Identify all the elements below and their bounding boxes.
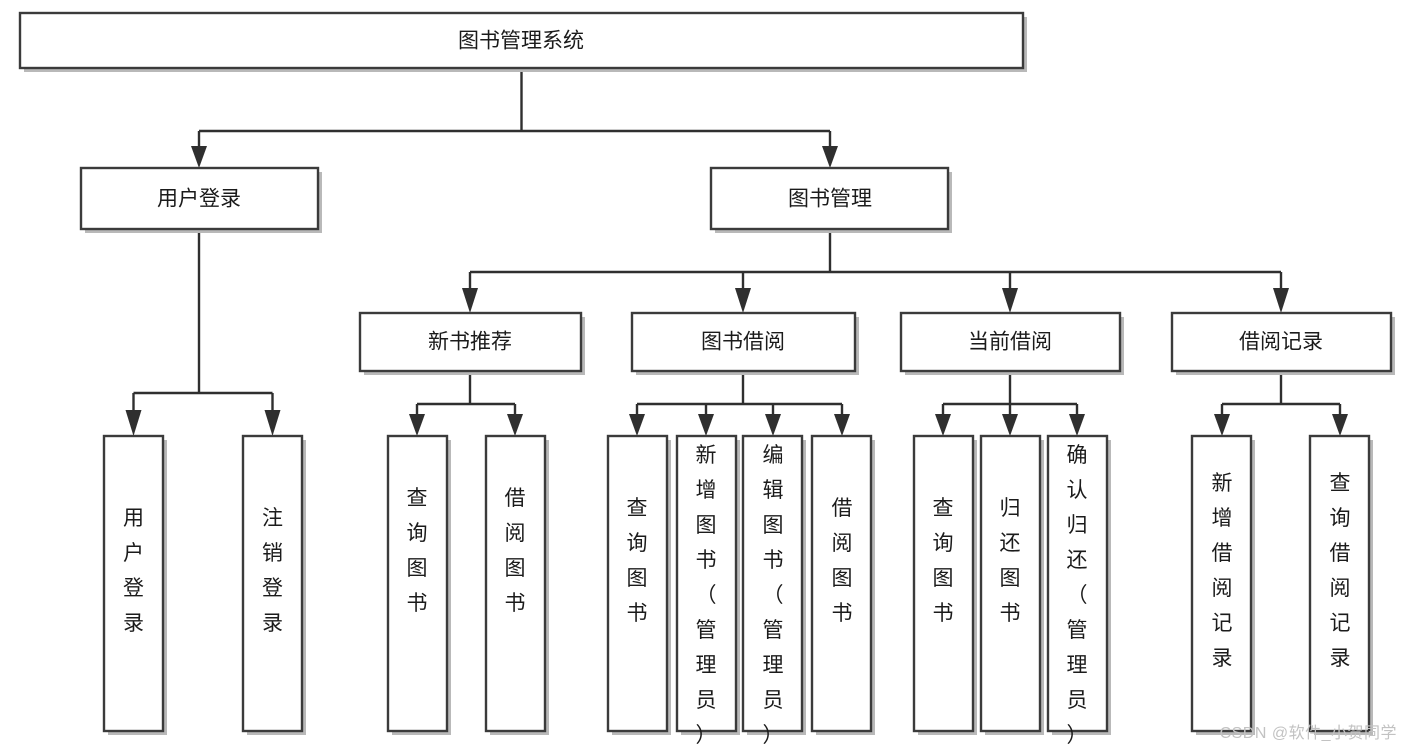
arrow-to-book-borrow <box>735 288 751 313</box>
node-leaf-borrow-book-1-label: 借阅图书 <box>505 487 526 615</box>
arrow-to-leaf-query-book-1 <box>409 414 425 436</box>
node-book-manage[interactable]: 图书管理 <box>709 166 952 233</box>
node-book-manage-label: 图书管理 <box>788 188 872 211</box>
connector-layer <box>125 68 1348 436</box>
node-leaf-return-book-box <box>979 434 1042 733</box>
node-leaf-return-book-label: 归还图书 <box>1000 497 1021 625</box>
arrow-to-leaf-logout-login <box>264 410 281 436</box>
arrow-to-leaf-query-record <box>1332 414 1348 436</box>
node-user-login-label: 用户登录 <box>157 188 241 211</box>
node-current-borrow-label: 当前借阅 <box>968 331 1052 354</box>
node-root[interactable]: 图书管理系统 <box>18 11 1027 72</box>
node-leaf-user-login-label: 用户登录 <box>123 507 144 635</box>
node-book-manage-box <box>709 166 950 231</box>
node-leaf-user-login[interactable]: 用户登录 <box>102 434 167 735</box>
arrow-to-leaf-user-login <box>125 410 142 436</box>
node-leaf-add-book-box <box>675 434 738 733</box>
node-leaf-user-login-box <box>102 434 165 733</box>
node-root-box <box>18 11 1025 70</box>
arrow-to-leaf-add-record <box>1214 414 1230 436</box>
node-leaf-logout-login[interactable]: 注销登录 <box>241 434 306 735</box>
node-leaf-confirm-return-label: 确认归还（管理员） <box>1067 444 1088 747</box>
node-current-borrow[interactable]: 当前借阅 <box>899 311 1124 375</box>
node-leaf-query-book-2-box <box>606 434 669 733</box>
node-leaf-query-book-3-label: 查询图书 <box>933 497 954 625</box>
node-leaf-borrow-book-2[interactable]: 借阅图书 <box>810 434 875 735</box>
node-leaf-query-book-2-label: 查询图书 <box>627 497 648 625</box>
arrow-to-leaf-return-book <box>1002 414 1018 436</box>
node-leaf-query-record[interactable]: 查询借阅记录 <box>1308 434 1373 735</box>
node-leaf-query-record-box <box>1308 434 1371 733</box>
node-leaf-query-book-1-label: 查询图书 <box>407 487 428 615</box>
arrow-to-new-book-recommend <box>462 288 478 313</box>
node-leaf-query-book-3[interactable]: 查询图书 <box>912 434 977 735</box>
node-borrow-record-label: 借阅记录 <box>1239 331 1323 354</box>
node-user-login-box <box>79 166 320 231</box>
csdn-watermark: CSDN @软件_小贺同学 <box>1219 725 1397 742</box>
arrow-to-leaf-borrow-book-1 <box>507 414 523 436</box>
node-leaf-add-book-label: 新增图书（管理员） <box>696 444 717 747</box>
arrow-to-book-manage <box>822 146 838 168</box>
node-leaf-query-book-2[interactable]: 查询图书 <box>606 434 671 735</box>
node-borrow-record[interactable]: 借阅记录 <box>1170 311 1395 375</box>
node-current-borrow-box <box>899 311 1122 373</box>
node-leaf-return-book[interactable]: 归还图书 <box>979 434 1044 735</box>
node-new-book-recommend-box <box>358 311 583 373</box>
node-leaf-confirm-return-box <box>1046 434 1109 733</box>
node-book-borrow-label: 图书借阅 <box>701 331 785 354</box>
node-leaf-add-book[interactable]: 新增图书（管理员） <box>675 434 740 747</box>
node-root-label: 图书管理系统 <box>458 30 584 53</box>
node-leaf-query-book-3-box <box>912 434 975 733</box>
node-borrow-record-box <box>1170 311 1393 373</box>
node-leaf-add-record[interactable]: 新增借阅记录 <box>1190 434 1255 735</box>
node-leaf-edit-book-box <box>741 434 804 733</box>
node-leaf-confirm-return[interactable]: 确认归还（管理员） <box>1046 434 1111 747</box>
node-leaf-edit-book[interactable]: 编辑图书（管理员） <box>741 434 806 747</box>
arrow-to-current-borrow <box>1002 288 1018 313</box>
node-leaf-add-record-label: 新增借阅记录 <box>1212 472 1233 670</box>
node-new-book-recommend[interactable]: 新书推荐 <box>358 311 585 375</box>
node-book-borrow[interactable]: 图书借阅 <box>630 311 859 375</box>
arrow-to-leaf-query-book-2 <box>629 414 645 436</box>
node-leaf-borrow-book-2-label: 借阅图书 <box>832 497 853 625</box>
node-leaf-borrow-book-1[interactable]: 借阅图书 <box>484 434 549 735</box>
node-leaf-borrow-book-1-box <box>484 434 547 733</box>
node-leaf-edit-book-label: 编辑图书（管理员） <box>763 444 784 747</box>
arrow-to-borrow-record <box>1273 288 1289 313</box>
node-leaf-query-book-1-box <box>386 434 449 733</box>
arrow-to-user-login <box>191 146 207 168</box>
node-leaf-add-record-box <box>1190 434 1253 733</box>
arrow-to-leaf-add-book <box>698 414 714 436</box>
node-leaf-logout-login-label: 注销登录 <box>262 507 283 635</box>
arrow-to-leaf-borrow-book-2 <box>834 414 850 436</box>
node-book-borrow-box <box>630 311 857 373</box>
node-user-login[interactable]: 用户登录 <box>79 166 322 233</box>
arrow-to-leaf-edit-book <box>765 414 781 436</box>
node-leaf-logout-login-box <box>241 434 304 733</box>
arrow-to-leaf-query-book-3 <box>935 414 951 436</box>
arrow-to-leaf-confirm-return <box>1069 414 1085 436</box>
node-leaf-borrow-book-2-box <box>810 434 873 733</box>
node-new-book-recommend-label: 新书推荐 <box>428 331 512 354</box>
node-leaf-query-book-1[interactable]: 查询图书 <box>386 434 451 735</box>
node-leaf-query-record-label: 查询借阅记录 <box>1330 472 1351 670</box>
